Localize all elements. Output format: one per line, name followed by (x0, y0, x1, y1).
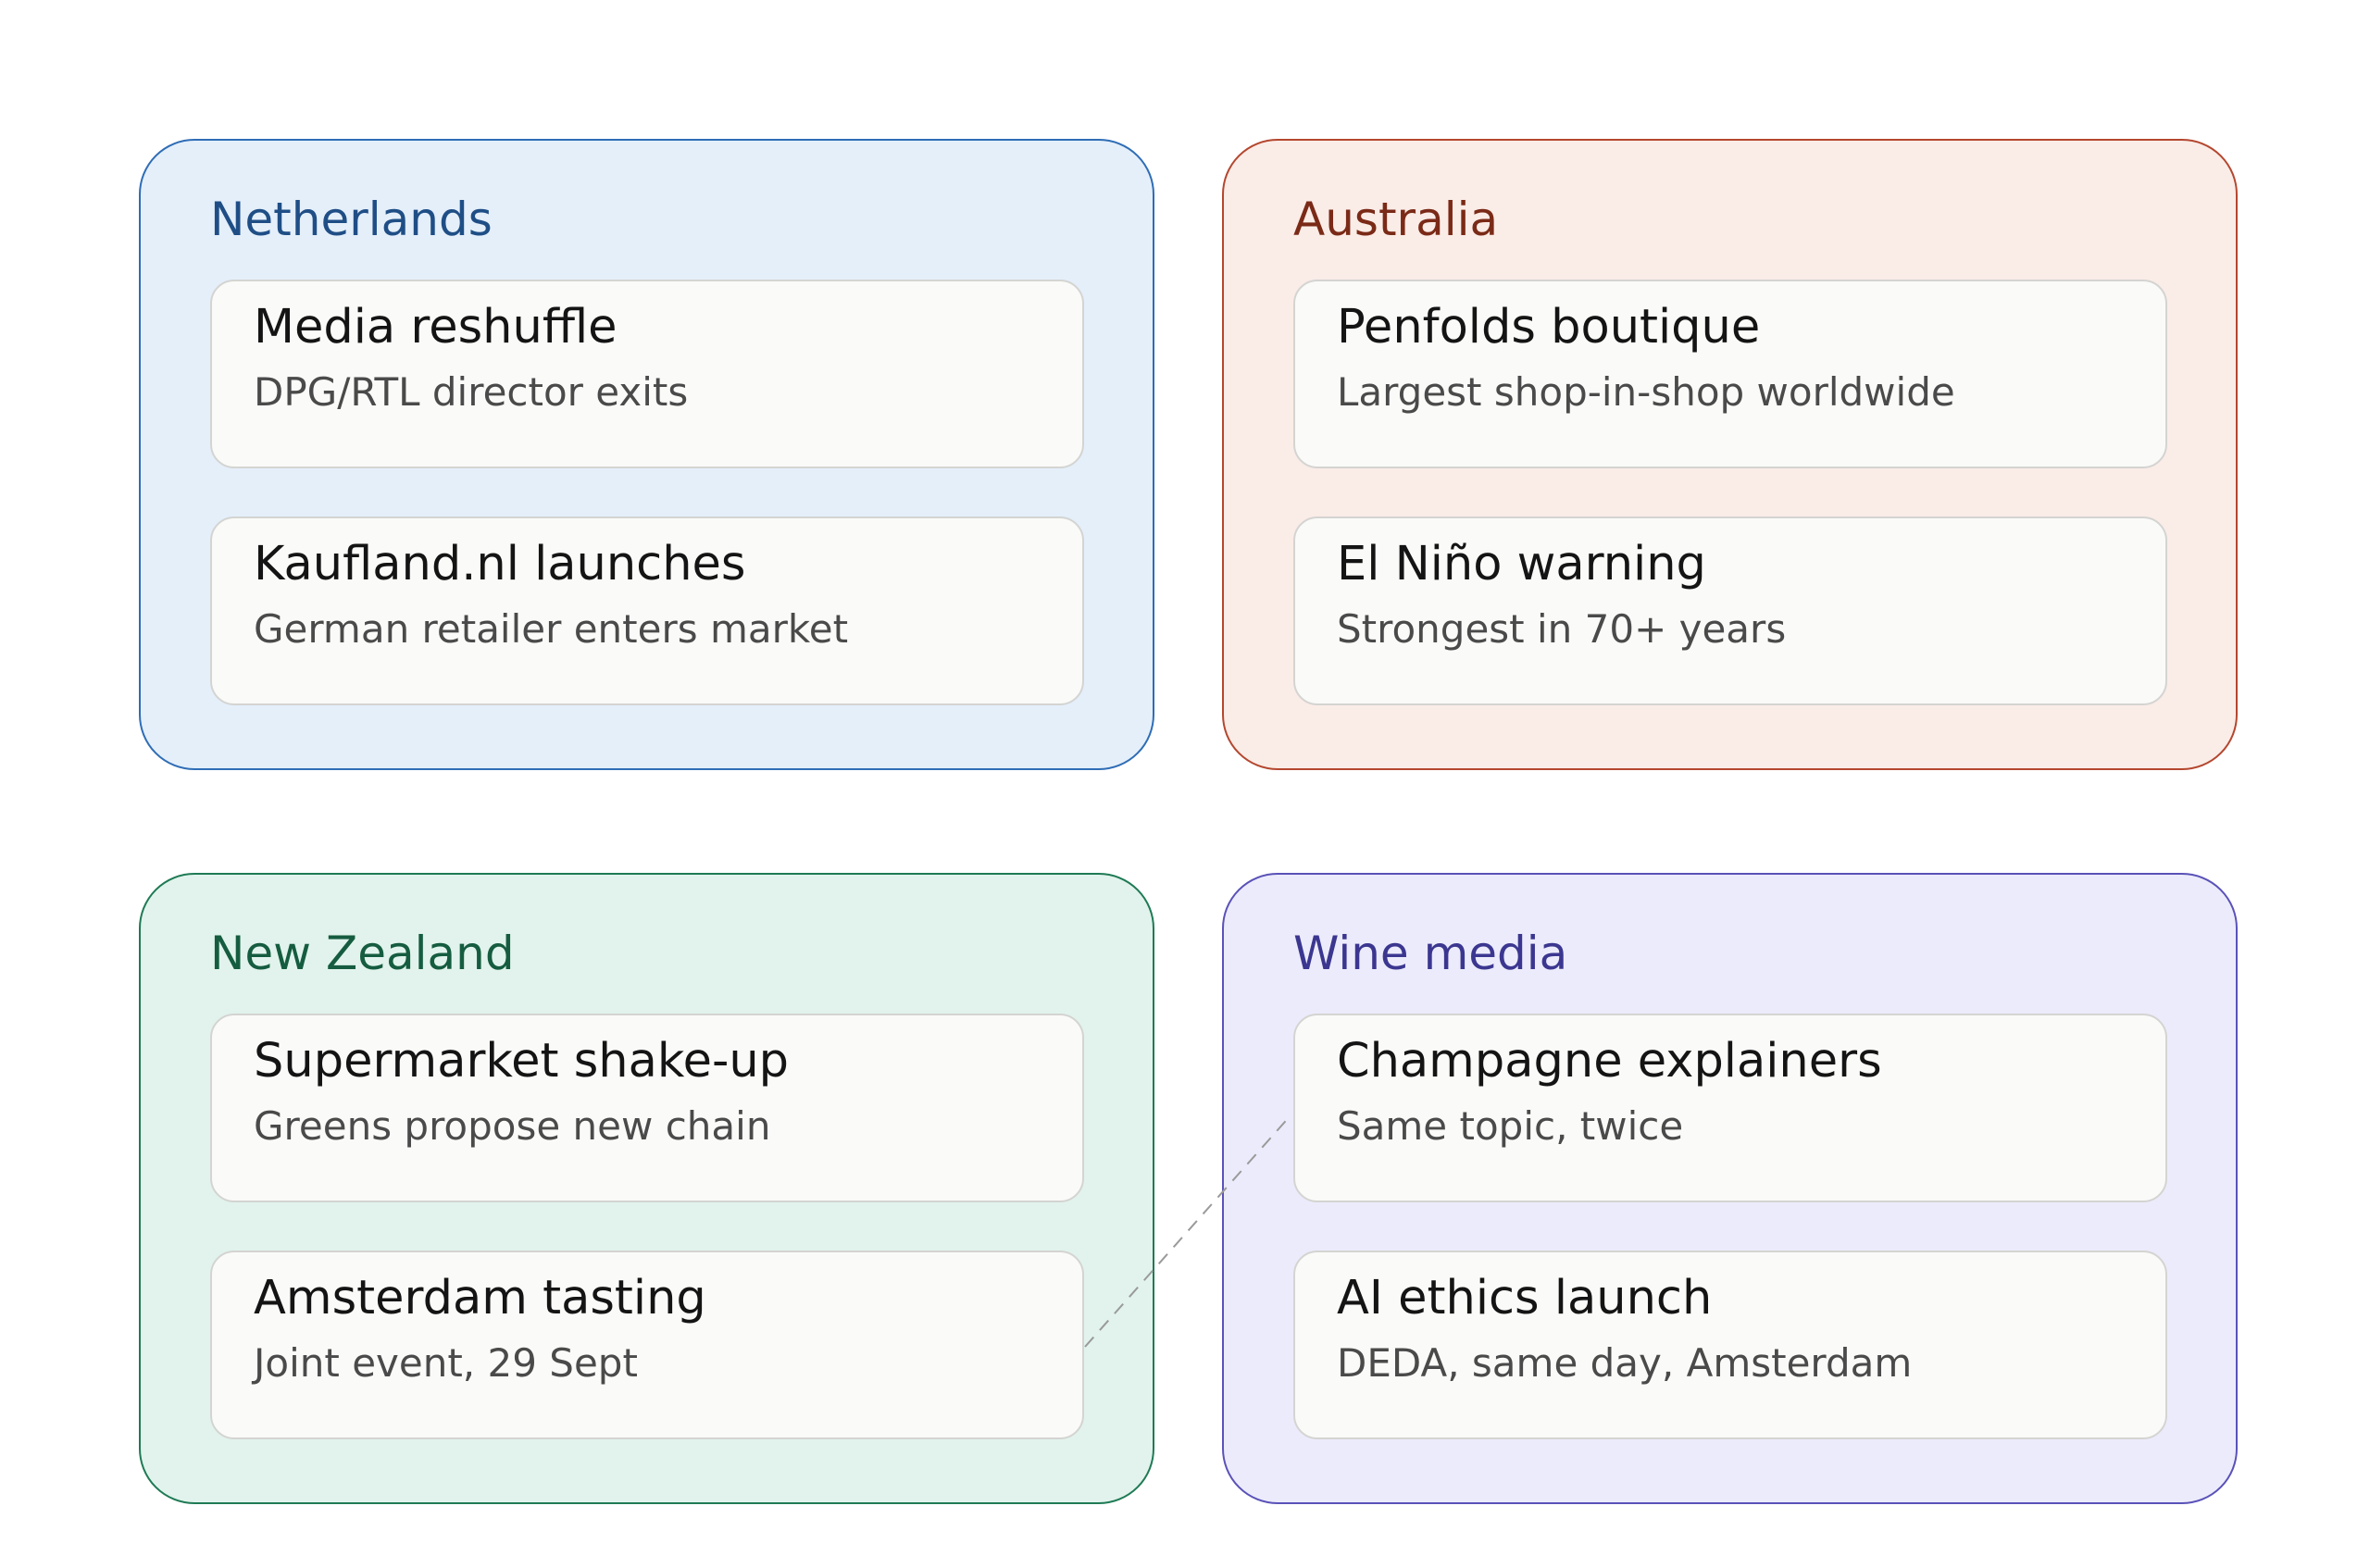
card-subtitle: Strongest in 70+ years (1337, 606, 1787, 652)
card-el-nino-warning: El Niño warning Strongest in 70+ years (1293, 516, 2167, 705)
card-subtitle: German retailer enters market (254, 606, 849, 652)
card-media-reshuffle: Media reshuffle DPG/RTL director exits (210, 280, 1084, 468)
card-penfolds-boutique: Penfolds boutique Largest shop-in-shop w… (1293, 280, 2167, 468)
card-title: Supermarket shake-up (254, 1034, 790, 1089)
group-title: Australia (1293, 193, 1499, 246)
card-title: AI ethics launch (1337, 1271, 1713, 1325)
card-amsterdam-tasting: Amsterdam tasting Joint event, 29 Sept (210, 1251, 1084, 1439)
card-subtitle: Largest shop-in-shop worldwide (1337, 369, 1955, 415)
card-subtitle: DPG/RTL director exits (254, 369, 689, 415)
card-title: Champagne explainers (1337, 1034, 1882, 1089)
card-title: Amsterdam tasting (254, 1271, 706, 1325)
card-title: Media reshuffle (254, 300, 617, 355)
card-subtitle: Joint event, 29 Sept (254, 1340, 638, 1386)
card-ai-ethics-launch: AI ethics launch DEDA, same day, Amsterd… (1293, 1251, 2167, 1439)
card-supermarket-shake-up: Supermarket shake-up Greens propose new … (210, 1014, 1084, 1202)
group-title: New Zealand (210, 927, 515, 980)
card-title: El Niño warning (1337, 537, 1706, 591)
group-title: Netherlands (210, 193, 493, 246)
card-title: Penfolds boutique (1337, 300, 1761, 355)
group-wine-media: Wine media Champagne explainers Same top… (1222, 873, 2238, 1504)
group-title: Wine media (1293, 927, 1568, 980)
card-kaufland-launches: Kaufland.nl launches German retailer ent… (210, 516, 1084, 705)
card-subtitle: DEDA, same day, Amsterdam (1337, 1340, 1913, 1386)
card-champagne-explainers: Champagne explainers Same topic, twice (1293, 1014, 2167, 1202)
card-title: Kaufland.nl launches (254, 537, 746, 591)
group-australia: Australia Penfolds boutique Largest shop… (1222, 139, 2238, 770)
group-new-zealand: New Zealand Supermarket shake-up Greens … (139, 873, 1154, 1504)
card-subtitle: Same topic, twice (1337, 1103, 1684, 1149)
card-subtitle: Greens propose new chain (254, 1103, 771, 1149)
group-netherlands: Netherlands Media reshuffle DPG/RTL dire… (139, 139, 1154, 770)
